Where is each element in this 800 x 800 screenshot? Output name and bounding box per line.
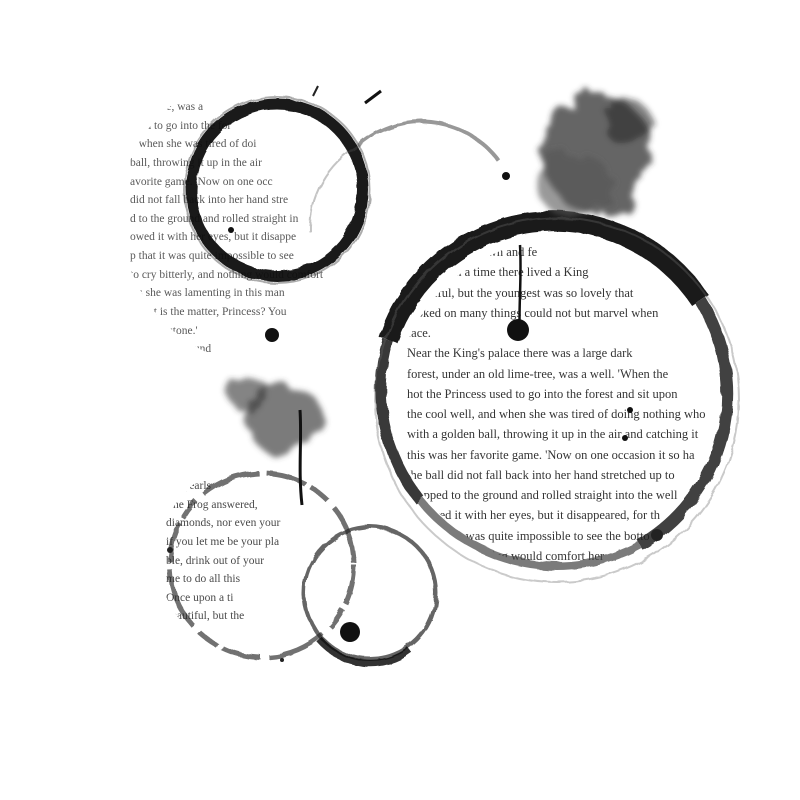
text-line: deep that it was quite impossible to see… (407, 528, 650, 543)
text-line: the ball did not fall back into her hand… (407, 467, 675, 482)
text-line: beautiful, but the (166, 610, 245, 623)
ink-blotch-center (228, 379, 325, 454)
text-line: used to go into the for (130, 119, 232, 132)
text-line: owed it with her eyes, but it disappe (130, 231, 297, 244)
text-line: Once upon a time there lived a King (407, 265, 589, 280)
text-line: lime-tree, was a (130, 101, 204, 113)
text-line: d to the ground and rolled straight in (130, 212, 299, 225)
upper-left-text-fragment: lime-tree, was a used to go into the for d… (120, 80, 390, 365)
text-line: if you let me be your pla (166, 535, 280, 548)
text-line: diamonds, nor even your (166, 517, 281, 530)
text-line: dropped to the ground and rolled straigh… (407, 488, 678, 502)
text-line: followed it with her eyes, but it disapp… (407, 508, 661, 523)
text-line: to cry bitterly, and nothing would comfo… (130, 268, 324, 281)
text-line: face. (407, 326, 431, 340)
text-line: Once upon a ti (166, 591, 234, 604)
text-line: heart of stone.' (130, 324, 198, 337)
text-line: was I wished down and fe (407, 245, 538, 259)
text-line: did not fall back into her hand stre (130, 194, 289, 207)
text-line: 'What is the matter, Princess? You (130, 305, 287, 318)
text-line: with a golden ball, throwing it up in th… (407, 427, 699, 442)
text-block: lime-tree, was a used to go into the for d… (130, 98, 323, 359)
text-line: p that it was quite impossible to see (130, 250, 294, 262)
text-line: As she was lamenting in this man (130, 287, 285, 300)
text-line: this was her favorite game. 'Now on one … (407, 447, 695, 462)
text-block: was I wished down and fe Once upon a time… (407, 242, 706, 568)
text-line: bitterly, and nothing would comfort her (407, 548, 605, 563)
text-line: my pearls (166, 480, 212, 492)
text-line: Near the King's palace there was a large… (407, 346, 633, 361)
text-line: the cool well, and when she was tired of… (407, 407, 706, 421)
text-line: me to do all this (166, 573, 241, 586)
text-line: ball, throwing it up in the air (130, 156, 262, 169)
text-line: forest, under an old lime-tree, was a we… (407, 366, 669, 381)
right-text-fragment: was I wished down and fe Once upon a time… (395, 238, 740, 568)
text-line: beautiful, but the youngest was so lovel… (407, 285, 634, 300)
text-line: ble, drink out of your (166, 554, 265, 567)
ink-blotch-top-right (537, 95, 653, 217)
text-line: She looked round (130, 343, 212, 356)
text-line: avorite game. 'Now on one occ (130, 175, 273, 188)
text-line: lamenting in this man (407, 566, 706, 568)
text-line: The Frog answered, (166, 498, 258, 511)
text-line: looked on many things could not but marv… (407, 305, 659, 320)
text-line: hot the Princess used to go into the for… (407, 386, 678, 401)
text-line: d when she was tired of doi (130, 138, 257, 151)
